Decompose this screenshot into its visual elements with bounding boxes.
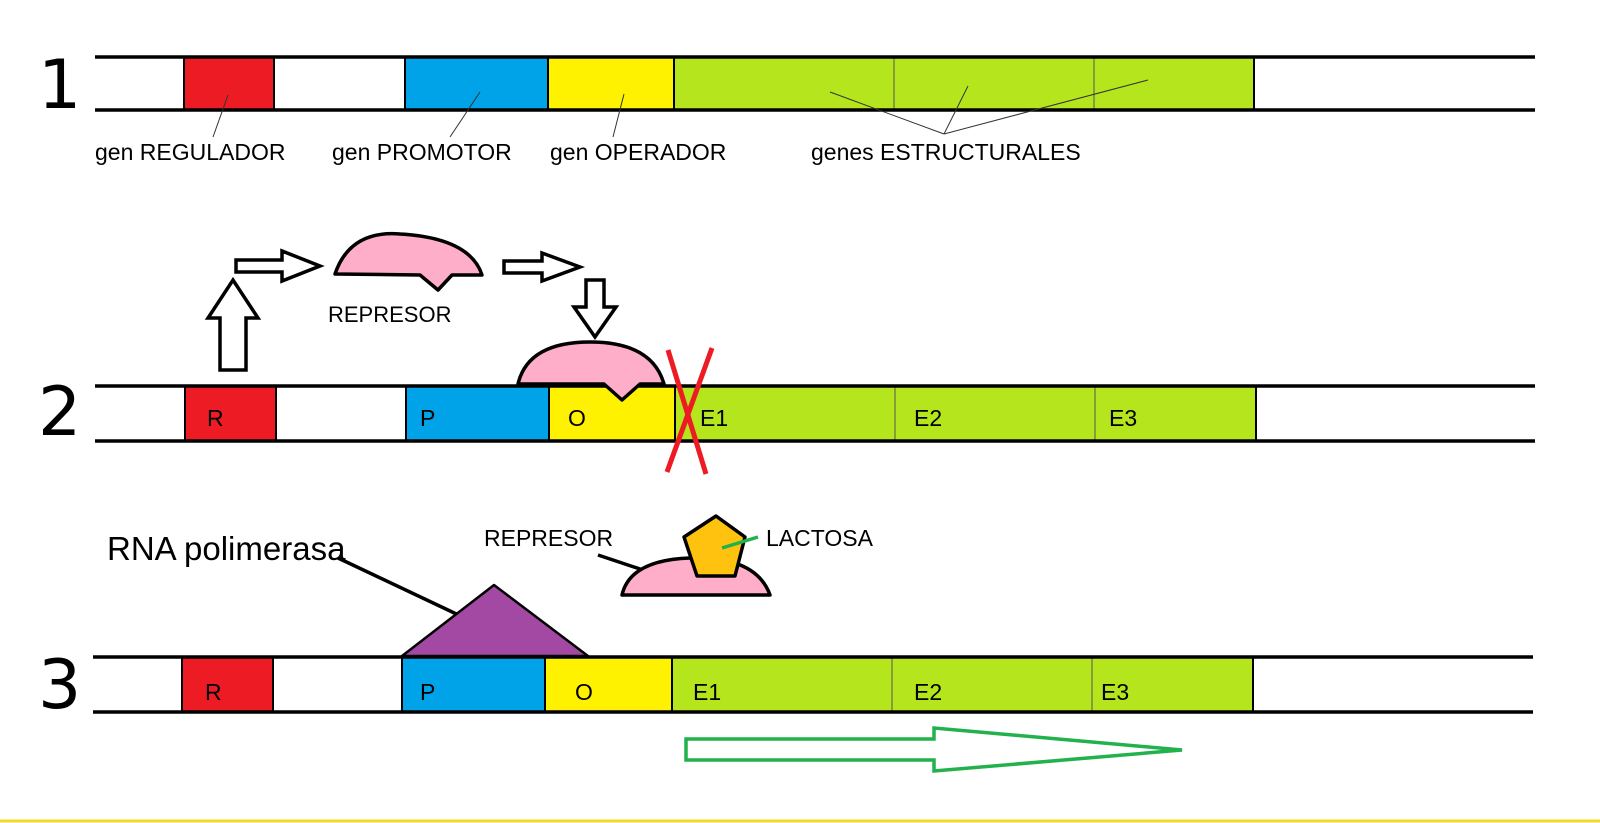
transcription-arrow-icon (684, 726, 1183, 773)
arrow-right-icon (234, 248, 325, 284)
row-3: RNA polimerasa REPRESOR LACTOSA 3 R P O … (38, 514, 1533, 773)
label-promoter-gene: gen PROMOTOR (332, 139, 512, 165)
pointer-line (943, 85, 969, 135)
segment-r (184, 385, 277, 442)
segment-label-e3: E3 (1109, 405, 1137, 431)
label-lactose: LACTOSA (766, 525, 874, 551)
row-number-2: 2 (38, 373, 81, 452)
segment-label-o: O (575, 679, 593, 705)
pointer-line (721, 535, 759, 550)
segment-o (544, 656, 673, 713)
pointer-line (212, 94, 229, 138)
segment-operator (547, 56, 675, 111)
segment-label-e1: E1 (693, 679, 721, 705)
rna-polymerase-triangle (400, 583, 590, 658)
row-number-3: 3 (38, 646, 81, 725)
label-operator-gene: gen OPERADOR (550, 139, 726, 165)
segment-label-e1: E1 (700, 405, 728, 431)
segment-label-e3: E3 (1101, 679, 1129, 705)
segment-e (671, 656, 1254, 713)
repressor-bound-protein (516, 340, 666, 402)
pointer-line (829, 91, 945, 135)
segment-label-p: P (420, 679, 435, 705)
segment-label-r: R (207, 405, 224, 431)
label-repressor-inactive: REPRESOR (484, 525, 613, 551)
repressor-protein (333, 231, 484, 292)
arrow-down-icon (570, 278, 620, 341)
segment-label-e2: E2 (914, 405, 942, 431)
segment-label-o: O (568, 405, 586, 431)
pointer-line (943, 79, 1149, 135)
segment-r (181, 656, 274, 713)
arrow-right-icon (502, 250, 586, 284)
arrow-up-icon (204, 276, 262, 372)
segment-e (674, 385, 1257, 442)
segment-structural (673, 56, 1255, 111)
segment-promoter (404, 56, 549, 111)
segment-regulator (183, 56, 275, 111)
segment-label-r: R (205, 679, 222, 705)
row-1: 1 gen REGULADOR gen PROMOTOR gen OPERADO… (38, 46, 1535, 165)
pointer-line (449, 91, 481, 138)
block-x-icon (664, 347, 715, 475)
label-regulator-gene: gen REGULADOR (95, 139, 285, 165)
label-structural-genes: genes ESTRUCTURALES (811, 139, 1081, 165)
label-repressor: REPRESOR (328, 302, 451, 327)
row-number-1: 1 (38, 46, 81, 125)
lactose-pentagon-icon (682, 514, 747, 578)
segment-label-p: P (420, 405, 435, 431)
segment-label-e2: E2 (914, 679, 942, 705)
pointer-line (612, 93, 625, 138)
row-2: REPRESOR 2 R P O E1 E2 E3 (38, 231, 1535, 475)
label-rna-polymerase: RNA polimerasa (107, 530, 346, 567)
